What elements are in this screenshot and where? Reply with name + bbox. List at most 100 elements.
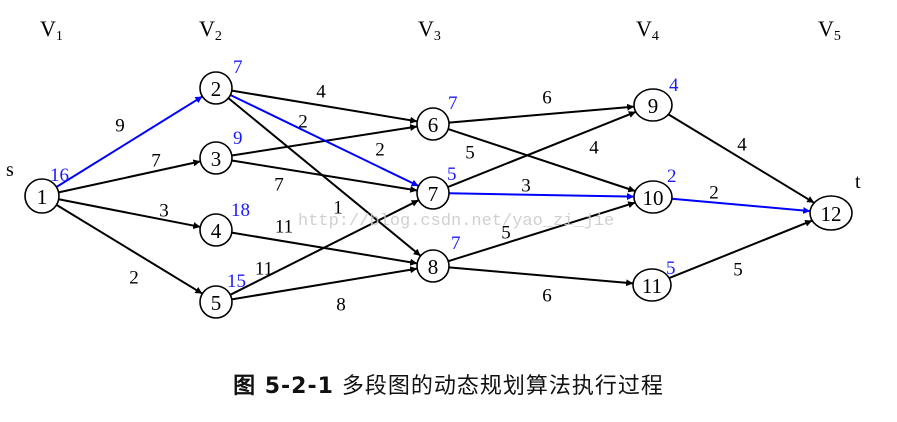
edge-1-5 [55,203,203,295]
edge-weight-4-8: 11 [275,217,293,238]
edge-weight-5-7: 11 [255,259,273,280]
edge-5-7 [229,199,420,296]
optimal-edge-10-12 [671,197,811,214]
node-label: 12 [821,202,842,226]
node-6: 67 [416,93,458,141]
edge-weight-3-6: 2 [375,140,385,161]
node-circle [416,176,450,210]
edge-weight-3-7: 7 [274,175,284,196]
node-cost-2: 7 [233,57,243,78]
figure-caption: 图 5-2-1 多段图的动态规划算法执行过程 [0,368,897,400]
edge-2-8 [227,97,422,257]
edge-weight-1-2: 9 [115,116,125,137]
node-12: 12 [809,195,853,231]
node-cost-8: 7 [451,233,461,254]
node-cost-3: 9 [233,128,243,149]
edge-6-9 [448,103,635,124]
node-circle [199,71,233,105]
edge-2-6 [231,89,418,124]
node-10: 102 [633,166,677,214]
node-7: 75 [416,164,457,210]
node-circle [199,213,233,247]
stage-label-v1: V1 [40,16,63,44]
stage-label-v2: V2 [199,16,222,44]
node-label: 6 [428,113,439,137]
node-cost-10: 2 [667,166,677,187]
node-circle [199,285,233,319]
edge-weight-8-10: 5 [501,223,511,244]
node-2: 27 [199,57,243,105]
edge-8-11 [448,266,634,287]
optimal-edge-7-10 [448,192,635,201]
node-circle [809,195,853,231]
node-label: 9 [648,94,659,118]
node-circle [199,141,233,175]
edge-weight-2-6: 4 [316,82,326,103]
source-label: s [6,159,14,181]
node-11: 115 [632,258,676,302]
edge-weight-5-8: 8 [336,295,346,316]
node-cost-7: 5 [447,164,457,185]
edge-11-12 [668,219,813,280]
node-8: 87 [416,233,461,283]
caption-figure-number: 图 5-2-1 [233,374,334,399]
node-circle [633,180,673,214]
node-circle [633,88,673,122]
node-circle [416,249,450,283]
edge-8-10 [447,201,636,263]
node-cost-1: 16 [50,165,69,186]
edge-weight-8-11: 6 [542,286,552,307]
edge-weight-6-10: 5 [465,143,475,164]
edge-weight-6-9: 6 [542,88,552,109]
edge-weight-2-8: 1 [333,198,343,219]
node-label: 4 [211,219,222,243]
node-cost-6: 7 [448,93,458,114]
edge-weight-1-4: 3 [159,201,169,222]
node-cost-11: 5 [666,258,676,279]
node-label: 3 [211,147,222,171]
node-label: 10 [643,186,664,210]
node-4: 4 18 [199,200,250,247]
stage-label-v4: V4 [636,16,659,44]
edge-7-9 [447,110,637,188]
watermark-layer: http://blog.csdn.net/yao_zi_jie [298,212,614,231]
node-3: 39 [199,128,243,175]
node-9: 94 [633,75,679,122]
node-cost-5: 15 [227,271,246,292]
edge-weight-1-3: 7 [151,151,161,172]
edge-weight-7-9: 4 [589,138,599,159]
edge-6-10 [447,128,636,193]
edge-weight-2-7: 2 [298,112,308,133]
edge-weight-11-12: 5 [733,260,743,281]
edge-1-3 [58,159,201,194]
stage-labels: V1 V2 V3 V4 V5 [40,16,841,44]
node-1: 116 [24,165,69,214]
caption-text: 多段图的动态规划算法执行过程 [341,374,664,399]
edge-weight-10-12: 2 [709,183,719,204]
edge-9-12 [667,113,815,204]
node-cost-9: 4 [669,75,679,96]
edge-3-7 [231,159,418,193]
node-label: 7 [428,182,439,206]
watermark: http://blog.csdn.net/yao_zi_jie [298,212,614,231]
node-label: 8 [428,255,439,279]
node-label: 5 [211,291,222,315]
node-circle [632,268,672,302]
edge-weight-1-5: 2 [129,268,139,289]
node-label: 11 [642,274,662,298]
edge-weight-9-12: 4 [737,135,747,156]
stage-label-v5: V5 [818,16,841,44]
sink-label: t [855,171,861,193]
node-circle [24,178,60,214]
node-label: 1 [37,185,48,209]
edge-weight-7-10: 3 [521,176,531,197]
optimal-edge-1-2 [55,95,203,188]
node-5: 515 [199,271,246,319]
edge-1-4 [58,198,201,230]
stage-label-v3: V3 [418,16,441,44]
node-cost-4: 18 [231,200,250,221]
node-label: 2 [211,77,222,101]
